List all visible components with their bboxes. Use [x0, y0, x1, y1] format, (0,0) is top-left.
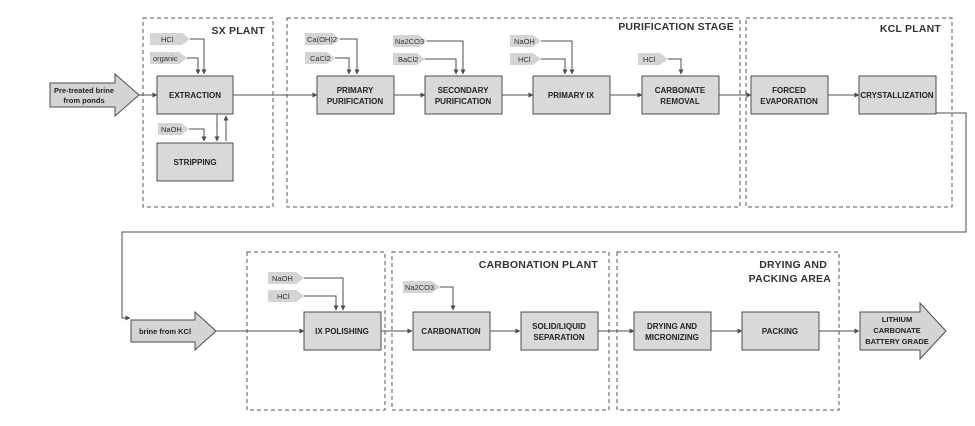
process-label-line1: FORCED: [772, 86, 806, 95]
process-stripping: STRIPPING: [156, 142, 234, 182]
process-carbonation: CARBONATION: [412, 311, 491, 351]
reagent-label: HCl: [643, 55, 656, 64]
process-drying-micronizing: DRYING AND MICRONIZING: [633, 311, 712, 351]
zone-title-carbonation-plant: CARBONATION PLANT: [479, 259, 599, 271]
output-label-line3: BATTERY GRADE: [865, 337, 929, 346]
input-label-line2: from ponds: [63, 96, 104, 105]
zone-title-sx-plant: SX PLANT: [211, 25, 265, 37]
reagent-label: HCl: [277, 292, 290, 301]
reagent-tag-hcl-primary-ix: HCl: [510, 53, 541, 65]
reagent-tag-cacl2: CaCl2: [305, 52, 335, 64]
reagent-label: organic: [153, 54, 178, 63]
input-brine-arrow: Pre-treated brine from ponds: [49, 72, 140, 118]
zone-purification: PURIFICATION STAGE: [286, 17, 741, 208]
process-label-line1: DRYING AND: [647, 322, 697, 331]
process-primary-purification: PRIMARY PURIFICATION: [316, 75, 395, 115]
output-label-line2: CARBONATE: [873, 326, 920, 335]
reagent-label: Na2CO3: [395, 37, 424, 46]
process-label: CARBONATION: [421, 327, 481, 336]
process-label-line1: SOLID/LIQUID: [532, 322, 586, 331]
process-label-line2: SEPARATION: [533, 333, 584, 342]
reagent-label: BaCl2: [398, 55, 418, 64]
reagent-tag-naoh-ix-polishing: NaOH: [268, 272, 304, 284]
zone-title-drying-line1: DRYING AND: [759, 259, 827, 271]
process-label-line2: PURIFICATION: [435, 97, 492, 106]
reagent-tag-naoh-stripping: NaOH: [158, 123, 189, 135]
reagent-tag-hcl-extraction: HCl: [150, 33, 190, 45]
reagent-label: HCl: [518, 55, 531, 64]
reagent-label: NaOH: [272, 274, 293, 283]
zone-title-purification: PURIFICATION STAGE: [618, 21, 734, 33]
reagent-tag-hcl-carbonate: HCl: [638, 53, 668, 65]
process-label: PACKING: [762, 327, 798, 336]
process-secondary-purification: SECONDARY PURIFICATION: [424, 75, 503, 115]
input-label-line1: Pre-treated brine: [54, 86, 114, 95]
output-label-line1: LITHIUM: [882, 315, 912, 324]
zone-title-kcl-plant: KCL PLANT: [880, 23, 941, 35]
process-label: EXTRACTION: [169, 91, 221, 100]
process-label: PRIMARY IX: [548, 91, 595, 100]
process-label-line1: SECONDARY: [438, 86, 489, 95]
process-label-line2: MICRONIZING: [645, 333, 699, 342]
process-label: IX POLISHING: [315, 327, 369, 336]
flow-connectors: [121, 38, 967, 334]
process-solid-liquid-separation: SOLID/LIQUID SEPARATION: [520, 311, 599, 351]
process-forced-evaporation: FORCED EVAPORATION: [750, 75, 829, 115]
reagent-tag-na2co3-carbonation: Na2CO3: [403, 281, 440, 293]
reagent-tag-na2co3-secondary: Na2CO3: [393, 35, 427, 47]
process-label-line2: PURIFICATION: [327, 97, 384, 106]
zone-sx-plant: SX PLANT: [142, 17, 274, 208]
reagent-tag-organic: organic: [150, 52, 187, 64]
reagent-tag-caoh2: Ca(OH)2: [305, 33, 340, 45]
zone-kcl-plant: KCL PLANT: [745, 17, 953, 208]
reagent-label: Na2CO3: [405, 283, 434, 292]
process-packing: PACKING: [741, 311, 820, 351]
reagent-label: Ca(OH)2: [307, 35, 337, 44]
reagent-label: NaOH: [514, 37, 535, 46]
process-crystallization: CRYSTALLIZATION: [858, 75, 937, 115]
process-label: CRYSTALLIZATION: [860, 91, 933, 100]
process-label-line2: EVAPORATION: [760, 97, 818, 106]
process-label-line1: PRIMARY: [337, 86, 374, 95]
process-ix-polishing: IX POLISHING: [303, 311, 382, 351]
process-label-line1: CARBONATE: [655, 86, 706, 95]
process-label: STRIPPING: [173, 158, 216, 167]
reagent-tag-naoh-primary-ix: NaOH: [510, 35, 541, 47]
brine-from-kcl-arrow: brine from KCl: [130, 310, 217, 352]
brine-from-kcl-label: brine from KCl: [139, 327, 191, 336]
process-label-line2: REMOVAL: [660, 97, 700, 106]
process-carbonate-removal: CARBONATE REMOVAL: [641, 75, 720, 115]
zone-title-drying-line2: PACKING AREA: [749, 273, 832, 285]
reagent-tag-bacl2: BaCl2: [393, 53, 425, 65]
process-primary-ix: PRIMARY IX: [532, 75, 611, 115]
reagent-label: CaCl2: [310, 54, 331, 63]
output-lithium-carbonate-arrow: LITHIUM CARBONATE BATTERY GRADE: [859, 301, 947, 361]
process-extraction: EXTRACTION: [156, 75, 234, 115]
reagent-label: NaOH: [161, 125, 182, 134]
reagent-tag-hcl-ix-polishing: HCl: [268, 290, 304, 302]
reagent-label: HCl: [161, 35, 174, 44]
